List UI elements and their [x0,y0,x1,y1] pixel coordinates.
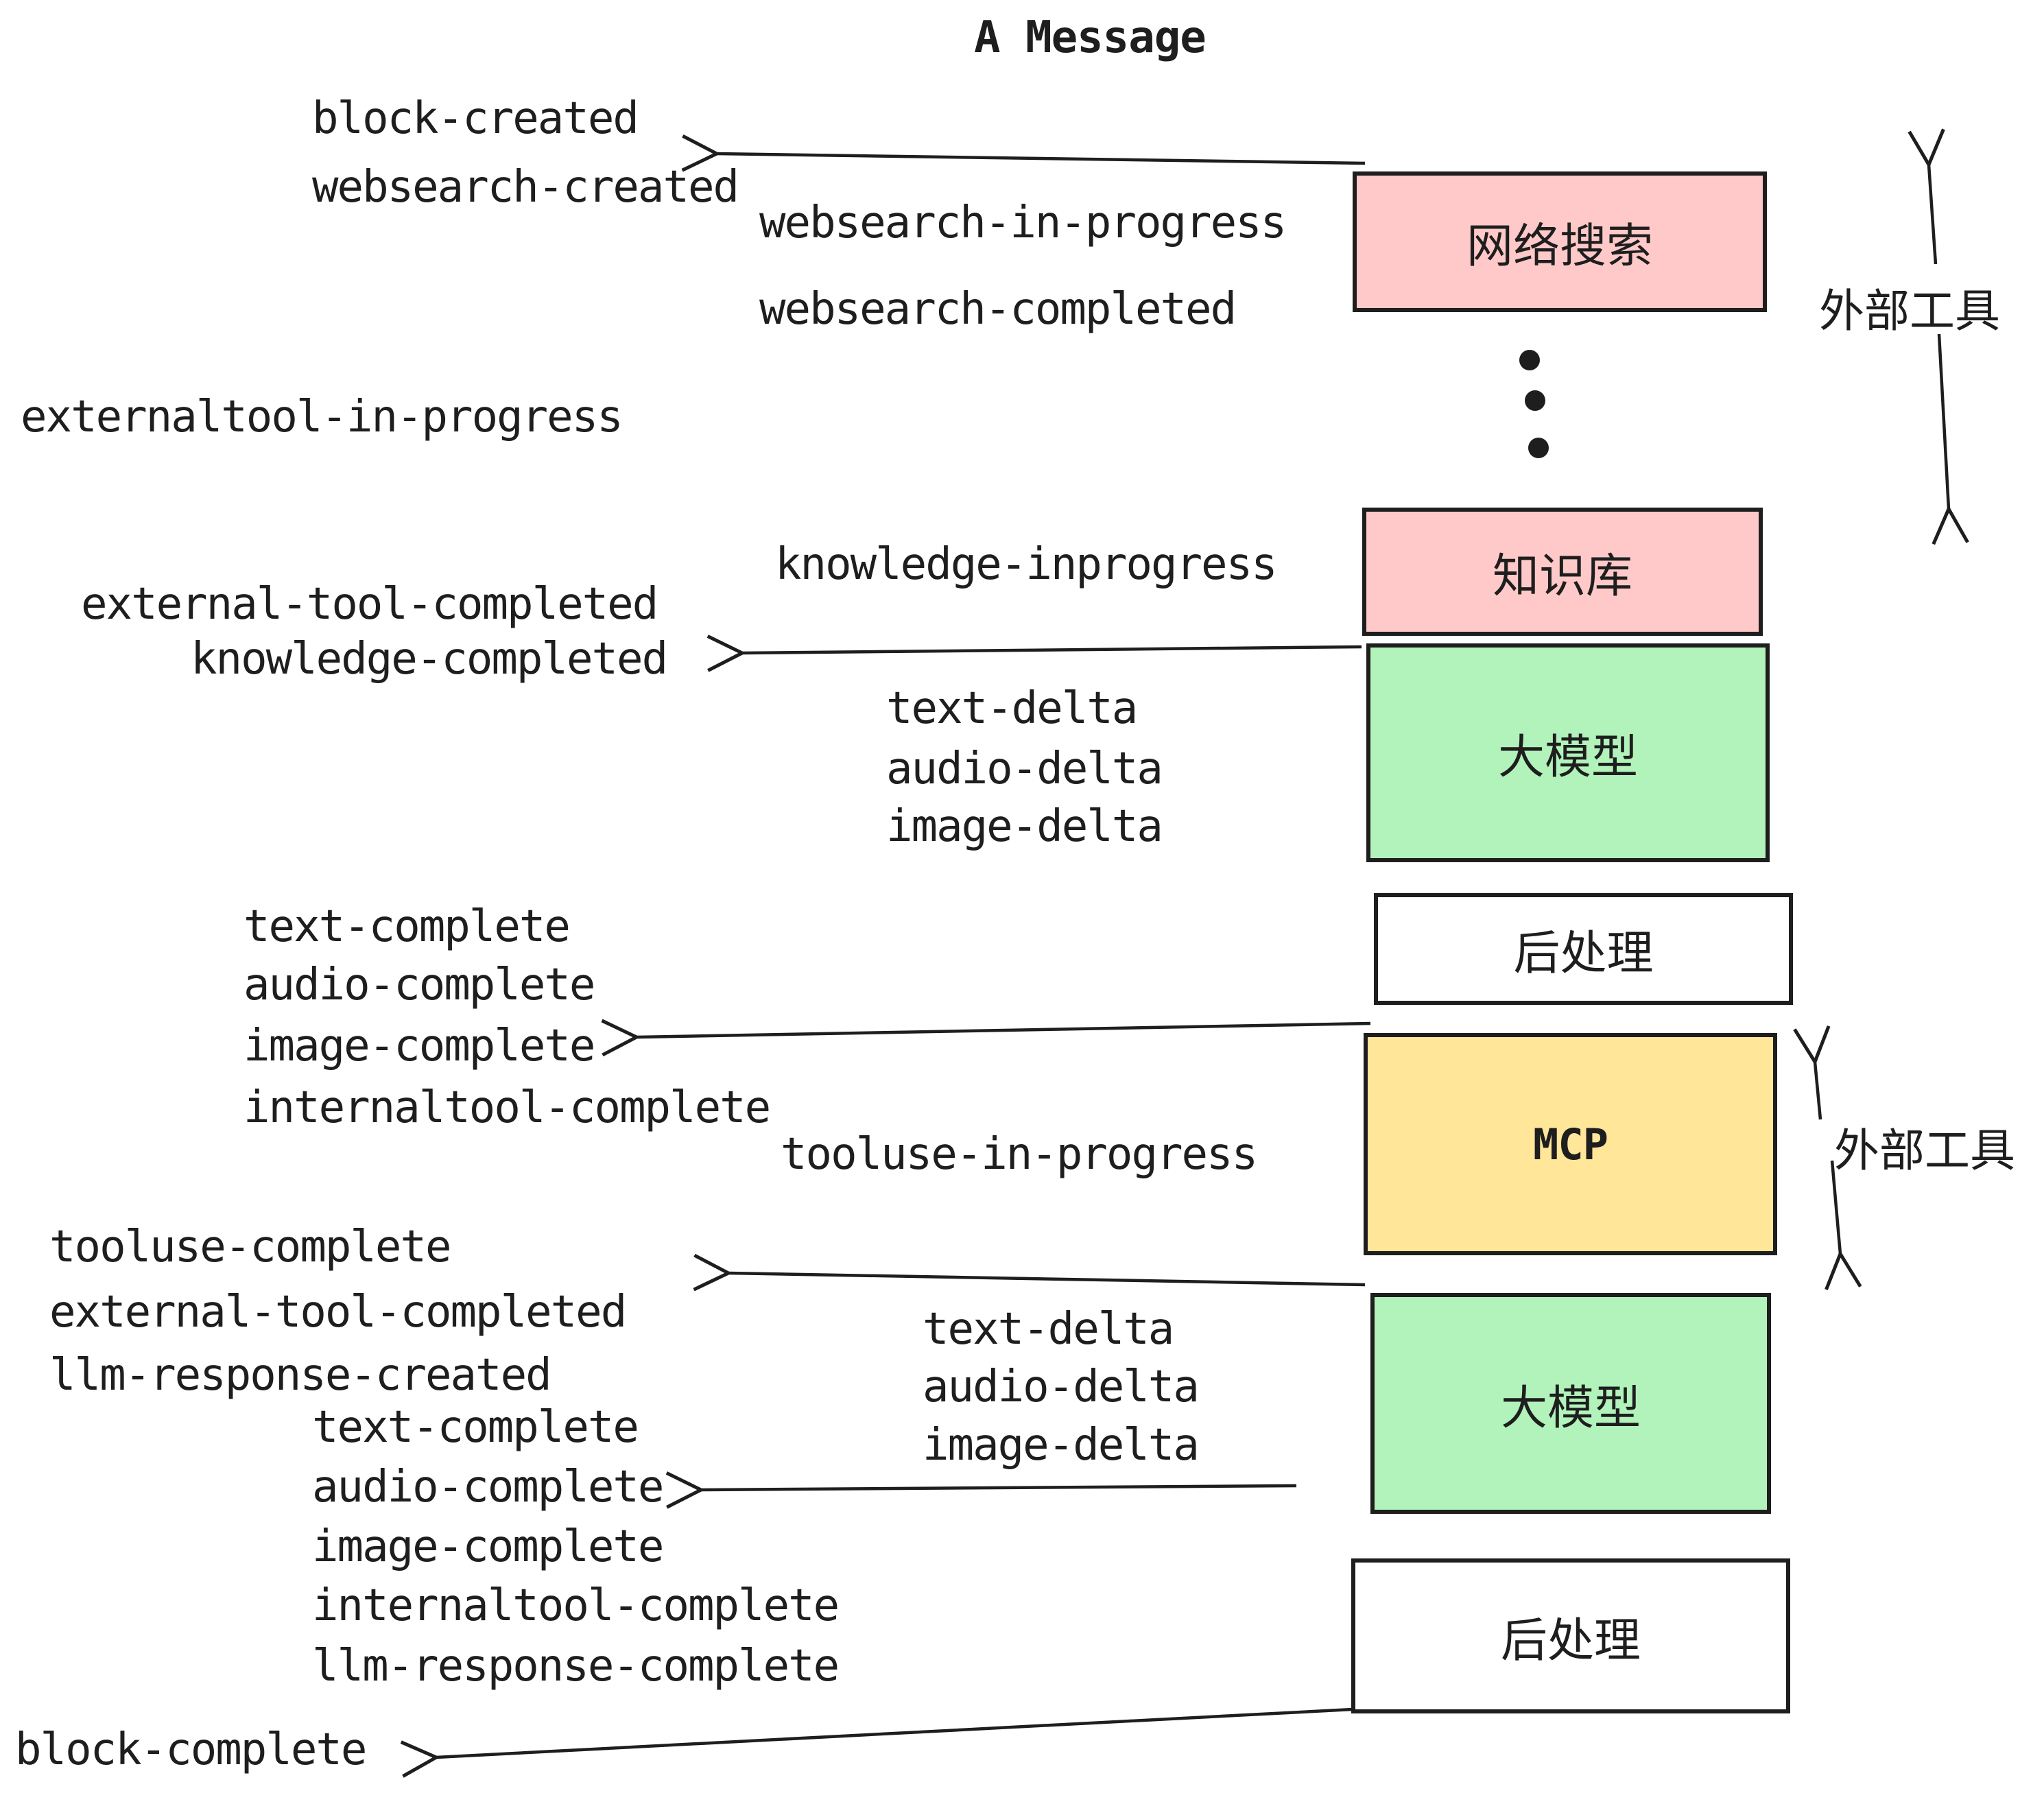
box-llm-1: 大模型 [1366,643,1770,862]
event-external-tool-completed: external-tool-completed [81,579,658,630]
box-llm-2: 大模型 [1370,1293,1771,1514]
event-external-tool-completed-2: external-tool-completed [49,1287,627,1338]
arrow-to-image-complete [601,1019,1371,1057]
event-audio-complete-2: audio-complete [312,1462,664,1512]
event-audio-delta-1: audio-delta [886,744,1163,794]
event-audio-delta-2: audio-delta [923,1362,1200,1412]
box-mcp: MCP [1364,1033,1777,1255]
event-tooluse-in-progress: tooluse-in-progress [781,1129,1258,1180]
ellipsis-dot [1519,350,1540,370]
event-llm-response-created: llm-response-created [49,1350,552,1401]
event-externaltool-in-progress: externaltool-in-progress [21,392,623,442]
event-websearch-completed: websearch-completed [759,284,1237,335]
ellipsis-dot [1528,438,1549,458]
event-text-complete-2: text-complete [312,1402,639,1453]
event-websearch-created: websearch-created [312,162,739,213]
event-internaltool-complete-2: internaltool-complete [312,1580,840,1631]
box-postprocess-1: 后处理 [1374,893,1793,1005]
side-label-external-tools-2: 外部工具 [1834,1125,2015,1176]
event-image-delta-2: image-delta [923,1420,1200,1471]
event-knowledge-inprogress: knowledge-inprogress [775,539,1278,590]
arrow-to-block-complete [400,1707,1353,1778]
event-websearch-in-progress: websearch-in-progress [759,198,1287,248]
event-internaltool-complete-1: internaltool-complete [243,1082,771,1133]
event-block-complete: block-complete [15,1724,367,1775]
arrow-to-tooluse-complete [693,1253,1366,1292]
event-text-delta-1: text-delta [886,683,1138,734]
box-websearch: 网络搜索 [1353,171,1767,312]
event-knowledge-completed: knowledge-completed [191,634,668,685]
event-image-complete-1: image-complete [243,1021,595,1071]
side-label-external-tools-1: 外部工具 [1819,285,2000,336]
event-tooluse-complete: tooluse-complete [49,1222,451,1272]
arrow-external-tools-1-down [1932,333,1969,545]
arrow-to-knowledge-completed [706,634,1362,672]
diagram-title: A Message [974,12,1207,63]
event-text-delta-2: text-delta [923,1304,1174,1355]
arrow-external-tools-2-up [1793,1025,1831,1120]
event-block-created: block-created [312,93,639,144]
event-text-complete-1: text-complete [243,901,571,952]
event-image-delta-1: image-delta [886,801,1163,852]
arrow-to-audio-complete [665,1471,1297,1509]
ellipsis-dot [1525,390,1545,411]
box-postprocess-2: 后处理 [1351,1558,1790,1713]
box-knowledge: 知识库 [1362,508,1763,636]
event-llm-response-complete: llm-response-complete [312,1641,840,1692]
arrow-external-tools-1-up [1908,128,1945,265]
arrow-to-websearch-created [681,134,1366,172]
event-audio-complete-1: audio-complete [243,960,595,1010]
event-image-complete-2: image-complete [312,1521,664,1572]
